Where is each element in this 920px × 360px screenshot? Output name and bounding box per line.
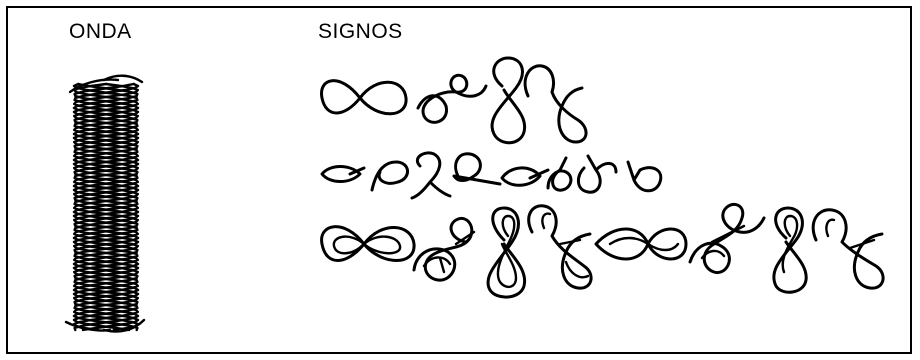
sign-horizontal-double-eye-inner	[608, 236, 680, 252]
sign-horizontal-eight	[320, 79, 408, 116]
wave-tail	[102, 318, 146, 333]
sign-leaning-double-loop	[527, 204, 593, 290]
wave-strand	[72, 82, 139, 332]
sign-leaning-double-loop-inner	[541, 212, 590, 279]
sign-diagonal-loops	[416, 73, 488, 124]
signs-row-2	[320, 151, 663, 200]
sign-small-loop-a	[370, 160, 409, 192]
sign-vertical-eight	[490, 56, 527, 145]
sign-rightmost-loop-inner	[825, 218, 876, 250]
sign-small-eye	[320, 165, 366, 183]
sign-small-loop-d	[546, 156, 573, 192]
wave-tail	[102, 74, 144, 84]
sign-right-double-eight-inner	[781, 214, 799, 274]
sign-diagonal-double-loop	[412, 217, 474, 282]
sign-leaning-loop	[523, 64, 588, 144]
sign-small-loop-f	[626, 160, 663, 193]
sign-tall-double-eight-inner	[496, 214, 518, 289]
wave-strand	[72, 82, 139, 332]
sign-diagonal-crossed-loops-inner	[700, 224, 746, 260]
sign-small-loop-e	[577, 154, 618, 194]
wave-heading: ONDA	[69, 20, 132, 43]
sign-small-eye-b	[500, 166, 550, 187]
braided-wave	[64, 74, 146, 333]
sign-right-double-eight	[772, 206, 808, 294]
wave-tail	[68, 78, 120, 94]
sign-tall-double-eight	[486, 206, 527, 299]
sign-diagonal-crossed-loops	[688, 202, 766, 275]
sign-small-loop-b	[410, 151, 452, 200]
sign-rightmost-loop	[811, 208, 885, 290]
sign-double-eight-inner	[332, 235, 402, 255]
signs-heading: SIGNOS	[318, 20, 403, 43]
sign-horizontal-double-eye	[594, 227, 688, 261]
sign-small-loop-c	[452, 152, 502, 186]
signs-row-1	[320, 56, 588, 145]
signs-row-3	[320, 202, 885, 299]
sign-diagonal-double-loop-inner	[422, 230, 476, 274]
